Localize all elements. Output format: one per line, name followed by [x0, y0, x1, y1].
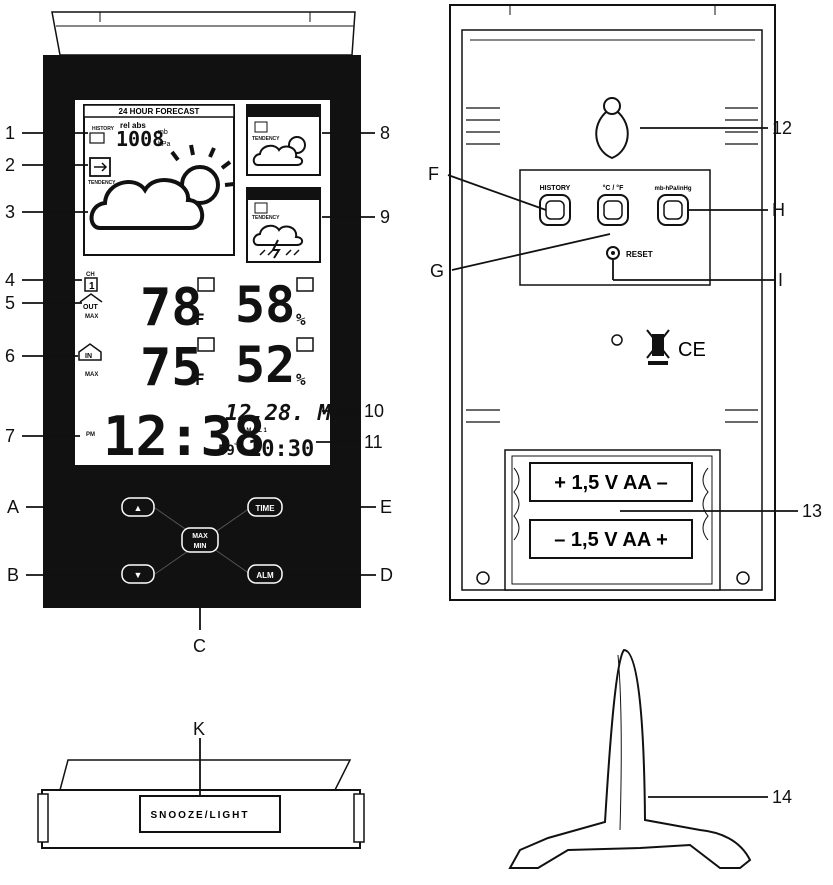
callout-10: 10: [364, 401, 384, 421]
outdoor-temp-unit: F: [195, 310, 205, 329]
side-view: SNOOZE/LIGHT: [37, 738, 365, 849]
callout-B: B: [7, 565, 19, 585]
indoor-humidity: 52: [235, 336, 295, 394]
ce-mark: CE: [678, 339, 706, 361]
outdoor-house-icon: [79, 293, 103, 303]
forecast-cloud-sun-icon: [89, 144, 235, 230]
storm-tendency-label: TENDENCY: [252, 215, 280, 221]
history-storm-box: [246, 187, 321, 263]
back-button-panel: [519, 169, 711, 286]
callout-K: K: [193, 719, 205, 739]
callout-11: 11: [364, 432, 383, 452]
out-label: OUT: [83, 304, 99, 311]
callout-9: 9: [380, 207, 390, 227]
history-tendency-label: TENDENCY: [252, 136, 280, 142]
date-display: 12.28. MON: [225, 401, 358, 426]
indoor-temp: 75: [140, 338, 203, 398]
battery-top-label: + 1,5 V AA –: [554, 472, 668, 494]
battery-bottom-label: – 1,5 V AA +: [554, 529, 668, 551]
back-unit: HISTORY °C / °F mb-hPa/inHg RESET CE + 1…: [447, 4, 798, 601]
callout-labels: 1 2 3 4 5 6 7 8 9 10 11 12 13 14 A B C D…: [5, 118, 822, 807]
clock-seconds: 59: [218, 443, 235, 459]
battery-bottom: [529, 519, 693, 559]
alarm-label: AL 1: [254, 428, 268, 434]
stand-view: [508, 648, 768, 869]
time-button-label: TIME: [255, 504, 275, 513]
alm-button-label: ALM: [256, 571, 274, 580]
svg-text:MIN: MIN: [194, 543, 207, 550]
callout-1: 1: [5, 123, 15, 143]
tendency-arrow-icon: [89, 157, 111, 177]
callout-I: I: [778, 270, 783, 290]
channel-value: 1: [89, 281, 95, 292]
outdoor-temp: 78: [140, 278, 203, 338]
front-buttons: ▲ ▼ MAX MIN TIME ALM: [121, 497, 283, 584]
callout-H: H: [772, 200, 785, 220]
up-arrow-icon: ▲: [134, 503, 143, 513]
screw-left-icon: [476, 571, 490, 585]
history-icon: [89, 132, 105, 144]
callout-4: 4: [5, 270, 15, 290]
callout-3: 3: [5, 202, 15, 222]
time-button[interactable]: [247, 497, 283, 517]
indoor-temp-unit: F: [195, 370, 205, 389]
pressure-hpa: hPa: [158, 141, 171, 148]
sensor-hole-icon: [611, 334, 623, 346]
up-button[interactable]: [121, 497, 155, 517]
alarm-time: 10:30: [248, 437, 314, 462]
history-cloud-sun-icon: [252, 136, 306, 166]
front-unit: 24 HOUR FORECAST HISTORY rel abs 1008 mb…: [22, 11, 376, 630]
indoor-house-icon: [78, 343, 102, 361]
snooze-light-button[interactable]: [139, 795, 281, 833]
maxmin-button[interactable]: [181, 527, 219, 553]
forecast-header: 24 HOUR FORECAST: [119, 107, 200, 116]
snooze-light-label: SNOOZE/LIGHT: [151, 810, 250, 821]
pm-label: PM: [86, 432, 95, 438]
callout-13: 13: [802, 501, 822, 521]
storm-cloud-icon: [252, 224, 304, 259]
callout-12: 12: [772, 118, 792, 138]
pressure-unit-label: rel abs: [120, 121, 146, 130]
in-label: IN: [85, 353, 92, 360]
battery-top: [529, 462, 693, 502]
callout-A: A: [7, 497, 19, 517]
outdoor-humidity: 58: [235, 276, 295, 334]
callout-E: E: [380, 497, 392, 517]
callout-5: 5: [5, 293, 15, 313]
history-button-label: HISTORY: [540, 185, 571, 192]
history-label: HISTORY: [92, 126, 115, 132]
channel-label: CH: [86, 272, 95, 278]
callout-C: C: [193, 636, 206, 656]
outdoor-humidity-unit: %: [296, 310, 306, 329]
callout-8: 8: [380, 123, 390, 143]
reset-label: RESET: [626, 250, 653, 259]
callout-G: G: [430, 261, 444, 281]
callout-2: 2: [5, 155, 15, 175]
callout-7: 7: [5, 426, 15, 446]
clock-time: 12:38: [103, 405, 266, 468]
max-label-in: MAX: [85, 372, 98, 378]
unit-button-label: °C / °F: [603, 184, 624, 192]
pressure-button-label: mb-hPa/inHg: [655, 186, 692, 192]
down-button[interactable]: [121, 564, 155, 584]
callout-D: D: [380, 565, 393, 585]
callout-6: 6: [5, 346, 15, 366]
down-arrow-icon: ▼: [134, 570, 143, 580]
alarm-bell-icon: ◁): [234, 439, 243, 448]
am-label: AM: [242, 428, 251, 434]
callout-F: F: [428, 164, 439, 184]
pressure-value: 1008: [116, 127, 164, 151]
alm-button[interactable]: [247, 564, 283, 584]
svg-text:MAX: MAX: [192, 533, 208, 540]
callout-14: 14: [772, 787, 792, 807]
pressure-mb: mb: [158, 129, 168, 136]
weee-bin-icon: [646, 329, 670, 365]
screw-right-icon: [736, 571, 750, 585]
max-label-out: MAX: [85, 314, 98, 320]
indoor-humidity-unit: %: [296, 370, 306, 389]
tendency-label: TENDENCY: [88, 180, 116, 186]
